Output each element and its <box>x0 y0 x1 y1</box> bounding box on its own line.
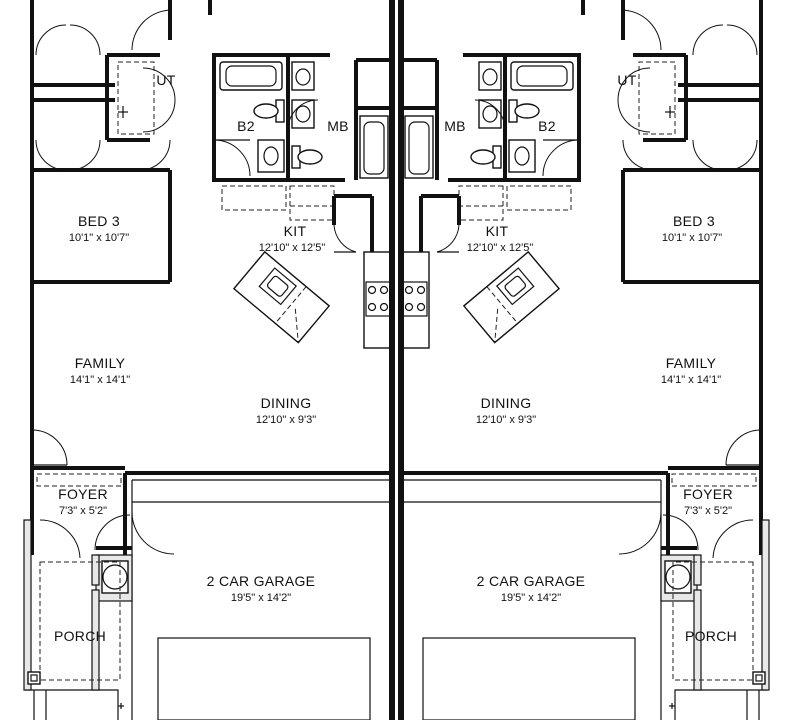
room-label-b2-right: B2 <box>538 118 556 134</box>
room-label-kit-left: KIT <box>283 223 307 239</box>
room-label-porch-right: PORCH <box>684 628 738 644</box>
room-label-ut-right: UT <box>617 72 637 88</box>
room-label-family-left: FAMILY <box>74 355 126 371</box>
room-dim-kit-right: 12'10" x 12'5" <box>466 242 534 254</box>
room-label-bed3-left: BED 3 <box>78 213 120 229</box>
room-label-family-right: FAMILY <box>665 355 717 371</box>
room-dim-kit-left: 12'10" x 12'5" <box>258 242 326 254</box>
room-label-porch-left: PORCH <box>53 628 107 644</box>
room-dim-dining-right: 12'10" x 9'3" <box>475 414 537 426</box>
room-label-dining-left: DINING <box>260 395 312 411</box>
room-dim-garage-left: 19'5" x 14'2" <box>230 592 292 604</box>
room-label-b2-left: B2 <box>237 118 255 134</box>
room-label-bed3-right: BED 3 <box>673 213 715 229</box>
room-label-foyer-left: FOYER <box>58 486 108 502</box>
room-dim-bed3-left: 10'1" x 10'7" <box>68 232 130 244</box>
room-dim-foyer-right: 7'3" x 5'2" <box>683 505 733 517</box>
room-label-kit-right: KIT <box>485 223 509 239</box>
room-label-garage-left: 2 CAR GARAGE <box>206 573 316 589</box>
room-dim-dining-left: 12'10" x 9'3" <box>255 414 317 426</box>
room-label-ut-left: UT <box>156 72 176 88</box>
room-label-foyer-right: FOYER <box>683 486 733 502</box>
room-label-garage-right: 2 CAR GARAGE <box>476 573 586 589</box>
room-dim-family-right: 14'1" x 14'1" <box>660 374 722 386</box>
room-label-dining-right: DINING <box>480 395 532 411</box>
room-dim-garage-right: 19'5" x 14'2" <box>500 592 562 604</box>
room-label-mb-right: MB <box>444 118 466 134</box>
room-dim-foyer-left: 7'3" x 5'2" <box>58 505 108 517</box>
room-dim-bed3-right: 10'1" x 10'7" <box>661 232 723 244</box>
room-dim-family-left: 14'1" x 14'1" <box>69 374 131 386</box>
room-label-mb-left: MB <box>327 118 349 134</box>
